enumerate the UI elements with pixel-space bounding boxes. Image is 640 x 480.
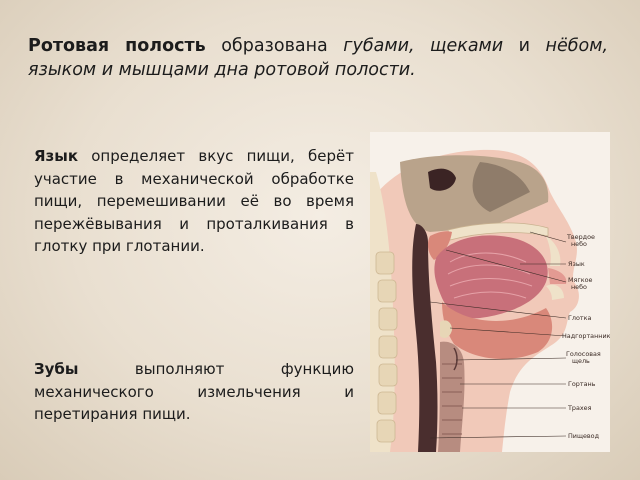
teeth-term: Зубы: [34, 360, 79, 378]
teeth-paragraph: Зубы выполняют функцию механического изм…: [34, 358, 354, 426]
label-larynx: Гортань: [568, 380, 596, 388]
tongue-paragraph: Язык определяет вкус пищи, берёт участие…: [34, 145, 354, 258]
teeth-description: выполняют функцию механического измельче…: [34, 360, 354, 423]
label-epiglottis: Надгортанник: [562, 332, 610, 340]
heading-italic-1: губами, щеками: [343, 36, 504, 56]
tongue-description: определяет вкус пищи, берёт участие в ме…: [34, 147, 354, 255]
label-trachea: Трахея: [567, 404, 592, 412]
label-pharynx: Глотка: [568, 314, 591, 322]
label-soft-palate-2: небо: [571, 283, 587, 291]
slide-heading: Ротовая полость образована губами, щекам…: [28, 34, 608, 82]
heading-text-2: и: [503, 36, 546, 56]
oral-cavity-illustration: Твердое небо Язык Мягкое небо Глотка Над…: [370, 132, 610, 452]
label-esophagus: Пищевод: [568, 432, 600, 440]
heading-term: Ротовая полость: [28, 36, 206, 56]
label-glottis-1: Голосовая: [566, 350, 601, 358]
label-glottis-2: щель: [572, 357, 590, 365]
label-tongue: Язык: [568, 260, 585, 268]
heading-text: образована: [205, 36, 344, 56]
tongue-term: Язык: [34, 147, 79, 165]
label-soft-palate-1: Мягкое: [568, 276, 592, 284]
label-hard-palate-2: небо: [571, 240, 587, 248]
heading-italic-2: нёбом, языком и мышцами дна ротовой поло…: [28, 36, 609, 80]
oral-cavity-diagram: Твердое небо Язык Мягкое небо Глотка Над…: [370, 132, 610, 452]
label-hard-palate-1: Твердое: [566, 233, 595, 241]
